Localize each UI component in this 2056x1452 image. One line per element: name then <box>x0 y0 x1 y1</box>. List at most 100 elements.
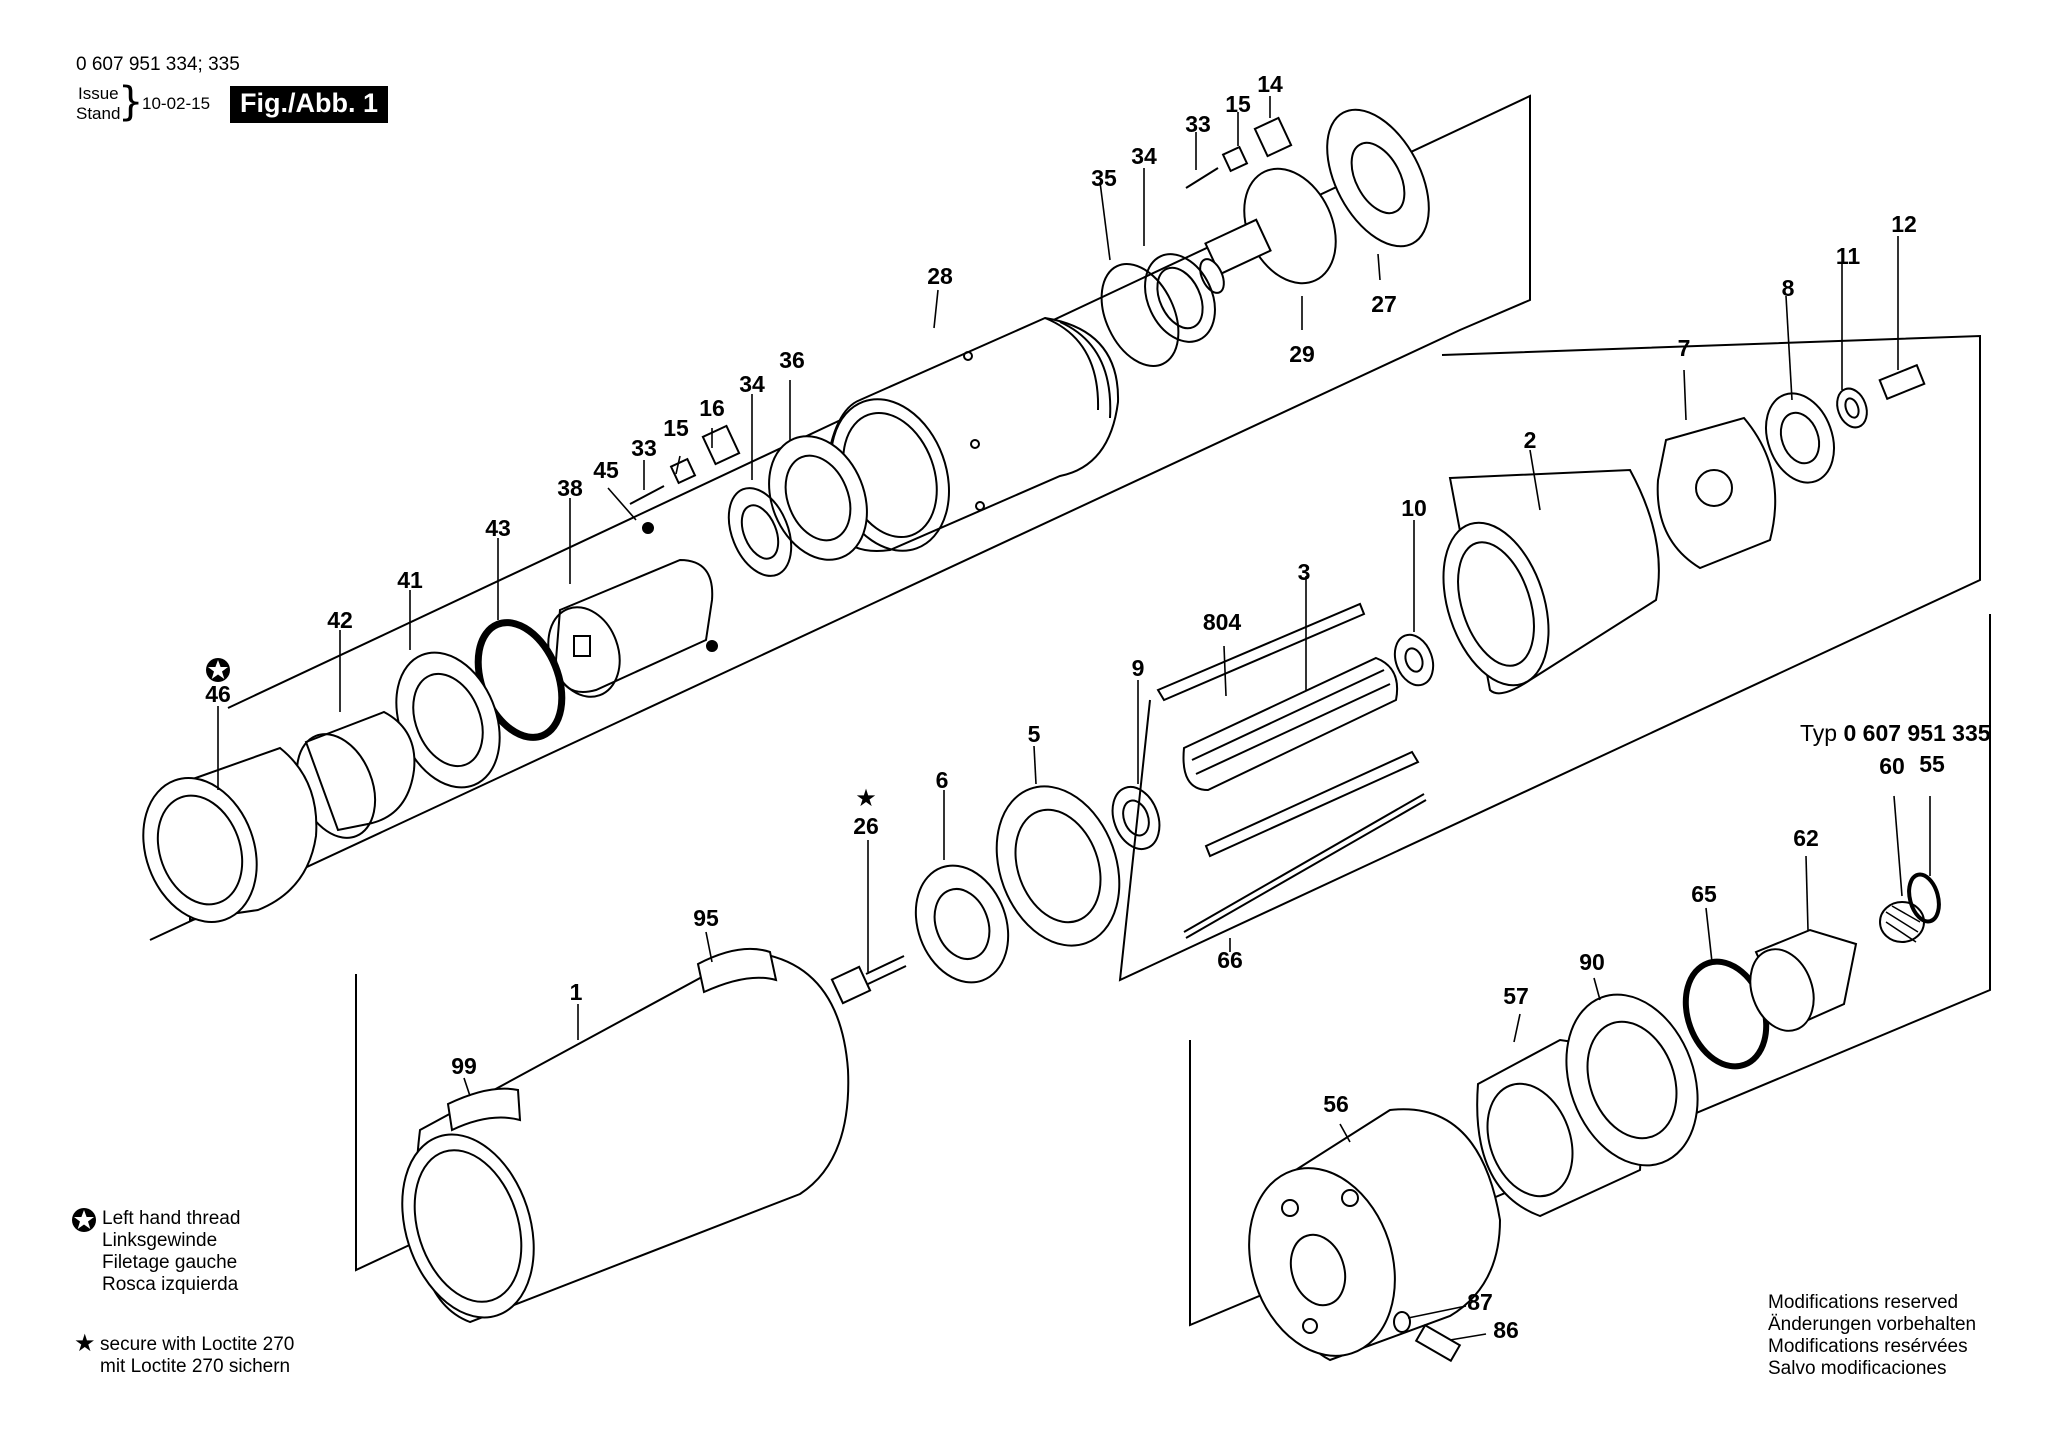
callout-27: 27 <box>1371 291 1397 317</box>
part-8-bearing <box>1765 392 1835 484</box>
callout-15-lower: 15 <box>663 415 689 441</box>
issue-label: Issue <box>78 84 119 103</box>
loctite-line-2: mit Loctite 270 sichern <box>100 1356 291 1377</box>
callout-65: 65 <box>1691 881 1717 907</box>
modifications-line-2: Änderungen vorbehalten <box>1768 1314 1977 1335</box>
part-99-label <box>446 1087 522 1132</box>
part-15-upper-needle <box>1221 145 1249 173</box>
part-2-cylinder <box>1442 468 1660 695</box>
part-87-washer <box>1393 1311 1411 1333</box>
callout-62: 62 <box>1793 825 1819 851</box>
frame-upper-right <box>1118 334 1981 982</box>
callout-14: 14 <box>1257 71 1283 97</box>
part-callouts: 14 15 33 34 35 28 27 29 12 11 8 7 2 36 1… <box>205 71 1945 1343</box>
part-90-ring <box>1565 993 1699 1167</box>
part-45-ball <box>642 522 654 534</box>
modifications-line-4: Salvo modificaciones <box>1768 1358 1947 1379</box>
callout-10: 10 <box>1401 495 1427 521</box>
callout-6: 6 <box>936 767 949 793</box>
callout-804: 804 <box>1203 609 1242 635</box>
part-12-screw <box>1878 363 1926 401</box>
part-33-upper-pin <box>1185 167 1219 189</box>
part-33-lower-pin <box>629 485 665 505</box>
callout-55: 55 <box>1919 751 1945 777</box>
callout-28: 28 <box>927 263 953 289</box>
issue-date: 10-02-15 <box>142 94 211 113</box>
callout-38: 38 <box>557 475 583 501</box>
modifications-line-3: Modifications resérvées <box>1768 1336 1968 1357</box>
part-10-washer <box>1393 633 1435 687</box>
callout-87: 87 <box>1467 1289 1493 1315</box>
callout-9: 9 <box>1132 655 1145 681</box>
callout-8: 8 <box>1782 275 1795 301</box>
callout-34-lower: 34 <box>739 371 765 397</box>
callout-29: 29 <box>1289 341 1315 367</box>
left-hand-thread-icon <box>72 1208 96 1232</box>
callout-43: 43 <box>485 515 511 541</box>
legend-line-4: Rosca izquierda <box>102 1274 239 1295</box>
type-prefix: Typ <box>1800 720 1838 746</box>
callout-11: 11 <box>1836 243 1861 269</box>
callout-95: 95 <box>693 905 719 931</box>
star-icon: ★ <box>74 1329 96 1357</box>
callout-36: 36 <box>779 347 805 373</box>
callout-5: 5 <box>1028 721 1041 747</box>
callout-60: 60 <box>1879 753 1905 779</box>
callout-35: 35 <box>1091 165 1117 191</box>
part-34-lower-ring <box>727 487 793 577</box>
legend-line-2: Linksgewinde <box>102 1230 218 1251</box>
callout-34-upper: 34 <box>1131 143 1157 169</box>
callout-42: 42 <box>327 607 353 633</box>
callout-99: 99 <box>451 1053 477 1079</box>
part-3-rotor <box>1182 656 1398 792</box>
part-66-pin <box>1183 793 1425 933</box>
callout-12: 12 <box>1891 211 1917 237</box>
part-26-pinion <box>830 955 907 1005</box>
legend-line-1: Left hand thread <box>102 1208 241 1229</box>
modifications-line-1: Modifications reserved <box>1768 1292 1959 1313</box>
part-16-gear <box>701 424 741 466</box>
part-1-housing-sleeve <box>401 950 850 1324</box>
callout-2: 2 <box>1524 427 1537 453</box>
part-27-end-plate <box>1326 108 1430 248</box>
legend-loctite: ★ secure with Loctite 270 mit Loctite 27… <box>74 1329 295 1378</box>
callout-86: 86 <box>1493 1317 1519 1343</box>
callout-46-symbol <box>206 658 230 682</box>
part-95-label <box>696 947 778 994</box>
callout-45: 45 <box>593 457 619 483</box>
modifications-note: Modifications reserved Änderungen vorbeh… <box>1768 1292 1976 1380</box>
callout-46: 46 <box>205 681 231 707</box>
callout-7: 7 <box>1678 335 1691 361</box>
callout-41: 41 <box>397 567 423 593</box>
legend-left-hand-thread: Left hand thread Linksgewinde Filetage g… <box>70 1208 240 1296</box>
callout-26: 26 <box>853 813 879 839</box>
callout-33-upper: 33 <box>1185 111 1211 137</box>
part-62-plug <box>1749 928 1858 1032</box>
type-note: Typ 0 607 951 335 <box>1800 720 1991 747</box>
callout-33-lower: 33 <box>631 435 657 461</box>
callout-56: 56 <box>1323 1091 1349 1117</box>
legend-line-3: Filetage gauche <box>102 1252 238 1273</box>
callout-66: 66 <box>1217 947 1243 973</box>
part-804-vane <box>1156 602 1366 702</box>
callout-26-star-icon: ★ <box>855 784 877 812</box>
part-36-bearing <box>768 435 868 561</box>
part-29-planet-carrier <box>1199 167 1337 294</box>
type-number: 0 607 951 335 <box>1843 720 1991 746</box>
part-6-bearing <box>914 864 1010 984</box>
part-5-bearing-cap <box>995 785 1121 947</box>
brace-icon: } <box>118 79 144 125</box>
callout-90: 90 <box>1579 949 1605 975</box>
callout-15-upper: 15 <box>1225 91 1251 117</box>
stand-label: Stand <box>76 104 121 123</box>
part-34-upper-ring <box>1144 253 1216 343</box>
callout-3: 3 <box>1298 559 1311 585</box>
part-55-o-ring <box>1907 872 1941 924</box>
loctite-line-1: secure with Loctite 270 <box>100 1334 295 1355</box>
part-35-upper-circlip <box>1100 262 1180 368</box>
figure-label: Fig./Abb. 1 <box>230 86 388 123</box>
part-14-gear <box>1253 116 1293 158</box>
part-number-header: 0 607 951 334; 335 <box>76 54 240 75</box>
part-15-lower-needle <box>669 457 697 485</box>
